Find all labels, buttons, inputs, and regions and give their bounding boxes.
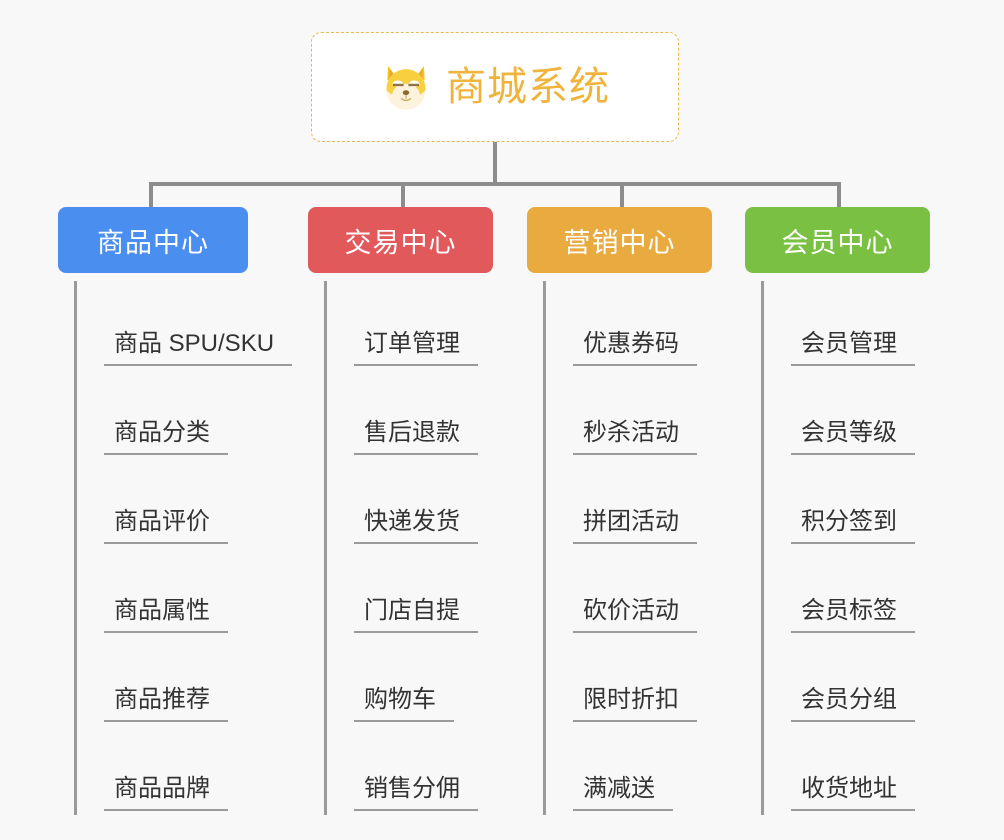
shiba-dog-icon [386,65,426,110]
leaf-item[interactable]: 拼团活动 [543,459,697,548]
leaf-item[interactable]: 订单管理 [324,281,478,370]
leaf-item[interactable]: 商品推荐 [74,637,228,726]
branch-label: 商品中心 [97,227,209,258]
connector-horizontal-bus [149,182,841,186]
leaf-item[interactable]: 限时折扣 [543,637,697,726]
leaf-item[interactable]: 快递发货 [324,459,478,548]
leaf-label: 会员标签 [791,597,915,633]
connector-root-stem [493,142,497,184]
leaf-spine [324,281,327,815]
leaf-label: 会员分组 [791,686,915,722]
leaf-label: 快递发货 [354,508,478,544]
leaf-item[interactable]: 售后退款 [324,370,478,459]
leaf-label: 商品评价 [104,508,228,544]
leaf-spine [543,281,546,815]
branch-box-member-center[interactable]: 会员中心 [745,207,930,273]
leaf-label: 限时折扣 [573,686,697,722]
branch-label: 交易中心 [344,227,457,258]
branch-label: 营销中心 [563,227,676,258]
leaf-label: 满减送 [573,775,673,811]
leaf-spine [761,281,764,815]
connector-drop-2 [401,182,405,209]
leaf-label: 商品分类 [104,419,228,455]
leaf-spine [74,281,77,815]
leaf-item[interactable]: 商品属性 [74,548,228,637]
leaf-label: 秒杀活动 [573,419,697,455]
leaf-label: 积分签到 [791,508,915,544]
leaf-label: 门店自提 [354,597,478,633]
leaf-item[interactable]: 秒杀活动 [543,370,697,459]
leaf-item[interactable]: 会员等级 [761,370,915,459]
leaf-item[interactable]: 商品品牌 [74,726,228,815]
leaf-item[interactable]: 砍价活动 [543,548,697,637]
leaf-label: 售后退款 [354,419,478,455]
connector-drop-4 [837,182,841,209]
leaf-label: 会员管理 [791,330,915,366]
leaf-item[interactable]: 会员管理 [761,281,915,370]
leaf-item[interactable]: 商品 SPU/SKU [74,281,293,370]
connector-drop-1 [149,182,153,209]
leaf-label: 商品 SPU/SKU [104,330,293,366]
branch-label: 会员中心 [781,227,894,258]
leaf-label: 购物车 [354,686,454,722]
leaf-item[interactable]: 满减送 [543,726,673,815]
leaf-label: 收货地址 [791,775,915,811]
branch-box-product-center[interactable]: 商品中心 [58,207,248,273]
branch-box-marketing-center[interactable]: 营销中心 [527,207,712,273]
root-node[interactable]: 商城系统 [311,32,679,142]
leaf-item[interactable]: 门店自提 [324,548,478,637]
leaf-label: 砍价活动 [573,597,697,633]
leaf-label: 商品品牌 [104,775,228,811]
leaf-item[interactable]: 收货地址 [761,726,915,815]
connector-drop-3 [620,182,624,209]
leaf-item[interactable]: 购物车 [324,637,454,726]
leaf-label: 拼团活动 [573,508,697,544]
leaf-item[interactable]: 销售分佣 [324,726,478,815]
leaf-label: 优惠券码 [573,330,697,366]
leaf-item[interactable]: 会员标签 [761,548,915,637]
leaf-label: 订单管理 [354,330,478,366]
leaf-label: 销售分佣 [354,775,478,811]
leaf-label: 商品推荐 [104,686,228,722]
branch-box-trade-center[interactable]: 交易中心 [308,207,493,273]
leaf-item[interactable]: 商品评价 [74,459,228,548]
leaf-item[interactable]: 商品分类 [74,370,228,459]
leaf-item[interactable]: 积分签到 [761,459,915,548]
leaf-item[interactable]: 会员分组 [761,637,915,726]
leaf-label: 会员等级 [791,419,915,455]
root-title: 商城系统 [446,65,610,109]
leaf-label: 商品属性 [104,597,228,633]
leaf-item[interactable]: 优惠券码 [543,281,697,370]
